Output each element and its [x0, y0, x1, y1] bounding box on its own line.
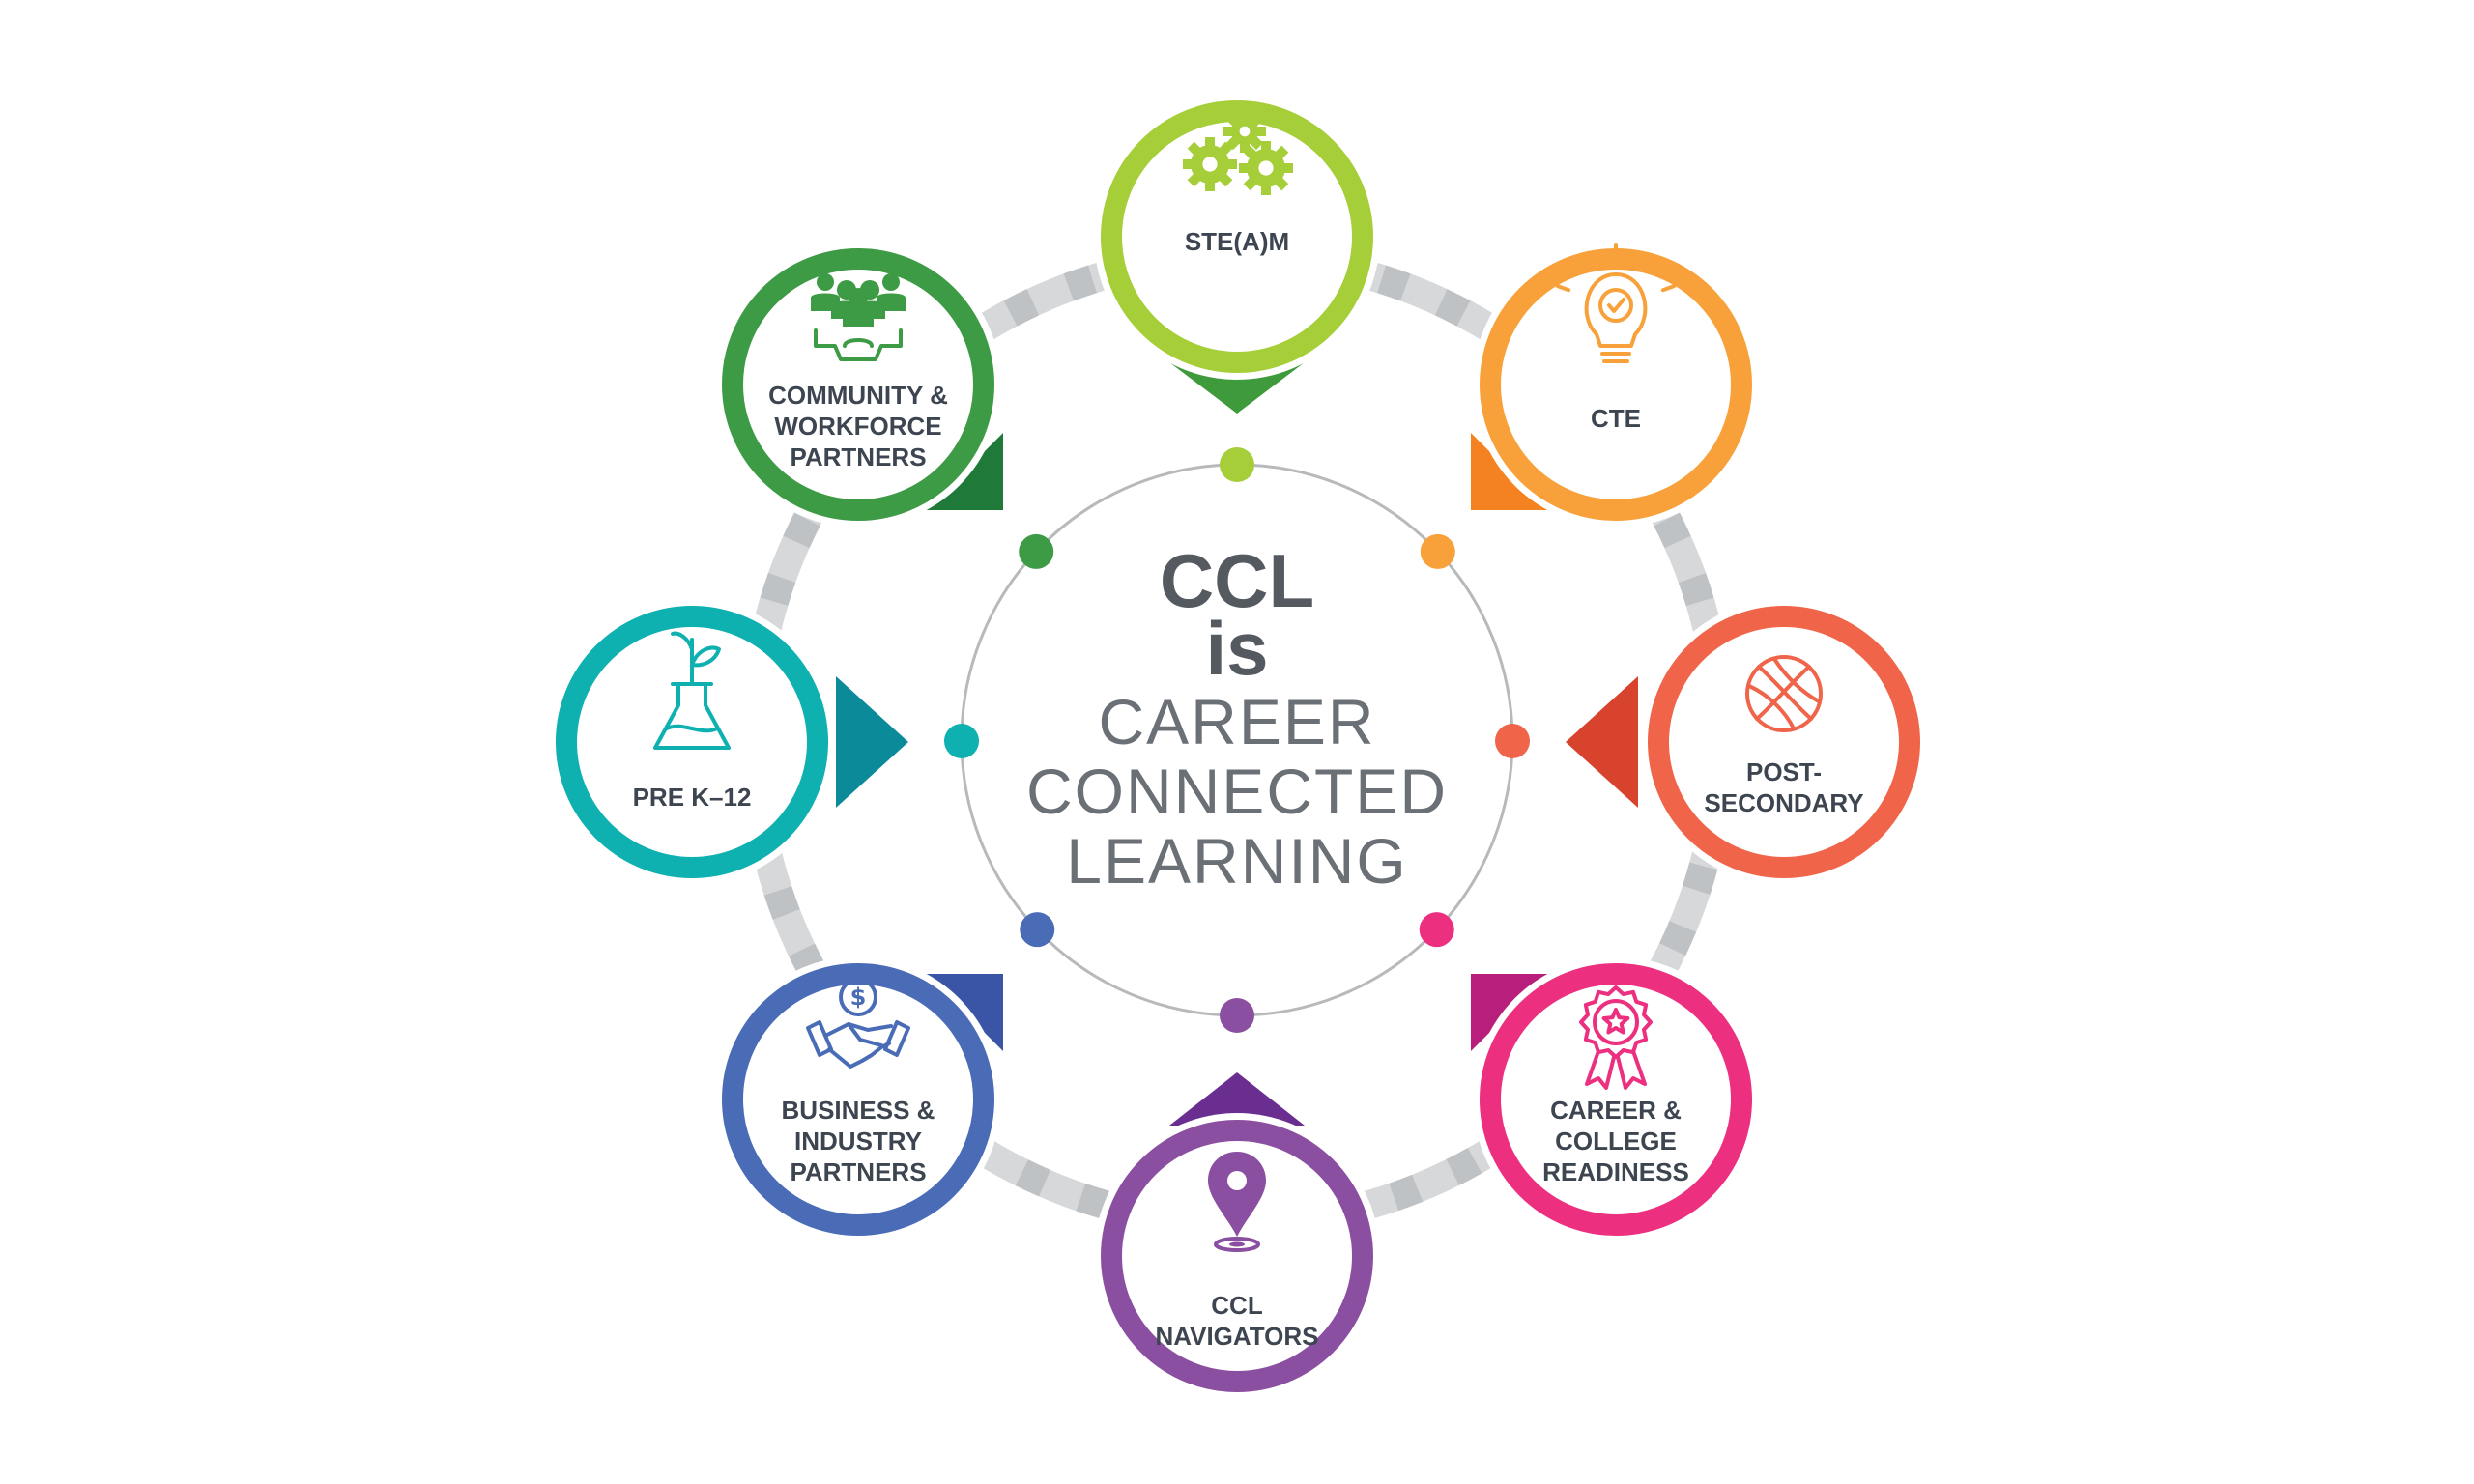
ccl-navigators-connector-dot	[1220, 998, 1254, 1033]
post-secondary-node-ring	[1648, 606, 1920, 878]
ccl-navigators-label-line-2: NAVIGATORS	[1155, 1322, 1318, 1351]
gears-icon	[1183, 110, 1293, 195]
community-label-line-3: PARTNERS	[790, 442, 926, 471]
business-label-line-1: BUSINESS &	[782, 1096, 935, 1125]
node-steam: STE(A)M	[1094, 94, 1380, 380]
connector-dots	[944, 447, 1530, 1033]
node-group: STE(A)M CTE POST-SECONDARY CAREER &COLLEGER…	[549, 94, 1927, 1399]
center-title-learning: LEARNING	[1066, 825, 1407, 897]
pre-k12-pointer	[836, 676, 908, 808]
career-college-connector-dot	[1419, 912, 1454, 948]
steam-label-line-1: STE(A)M	[1185, 227, 1289, 256]
flask-plant-icon	[653, 631, 731, 750]
handshake-icon: $	[806, 978, 910, 1069]
pre-k12-connector-dot	[944, 724, 980, 759]
business-connector-dot	[1020, 912, 1055, 948]
center-title-connected: CONNECTED	[1026, 756, 1448, 827]
center-title-is: is	[1205, 606, 1268, 691]
steam-node-ring	[1101, 100, 1373, 373]
career-college-node-ring	[1480, 963, 1752, 1236]
ccl-navigators-pointer	[1169, 1072, 1305, 1126]
career-college-label-line-3: READINESS	[1542, 1157, 1689, 1186]
center-title-ccl: CCL	[1160, 538, 1314, 623]
pre-k12-label-line-1: PRE K–12	[633, 783, 752, 812]
center-title-career: CAREER	[1098, 686, 1375, 757]
pre-k12-node-ring	[556, 606, 828, 878]
award-ribbon-icon	[1579, 985, 1653, 1090]
node-post-secondary: POST-SECONDARY	[1641, 599, 1927, 885]
community-label-line-2: WORKFORCE	[774, 412, 941, 441]
business-label-line-3: PARTNERS	[790, 1157, 926, 1186]
map-pin-icon	[1208, 1152, 1266, 1252]
post-secondary-pointer	[1566, 676, 1638, 808]
cte-node-ring	[1480, 248, 1752, 521]
business-node-ring	[722, 963, 994, 1236]
steam-connector-dot	[1220, 447, 1254, 482]
cte-label-line-1: CTE	[1591, 404, 1641, 433]
community-connector-dot	[1019, 533, 1054, 569]
ccl-navigators-label-line-1: CCL	[1211, 1291, 1263, 1320]
node-pre-k12: PRE K–12	[549, 599, 835, 885]
community-label-line-1: COMMUNITY &	[768, 381, 948, 410]
ccl-navigators-node-ring	[1101, 1120, 1373, 1392]
community-node-ring	[722, 248, 994, 521]
post-secondary-label-line-2: SECONDARY	[1704, 788, 1863, 817]
svg-text:$: $	[850, 984, 867, 1011]
career-college-label-line-1: CAREER &	[1550, 1096, 1682, 1125]
post-secondary-label-line-1: POST-	[1746, 757, 1822, 786]
people-gear-icon	[811, 273, 906, 361]
globe-icon	[1745, 655, 1823, 732]
career-college-label-line-2: COLLEGE	[1555, 1127, 1677, 1156]
node-cte: CTE	[1473, 242, 1759, 528]
business-label-line-2: INDUSTRY	[794, 1127, 922, 1156]
post-secondary-connector-dot	[1494, 724, 1530, 759]
cte-connector-dot	[1420, 533, 1455, 569]
lightbulb-icon	[1555, 243, 1677, 363]
